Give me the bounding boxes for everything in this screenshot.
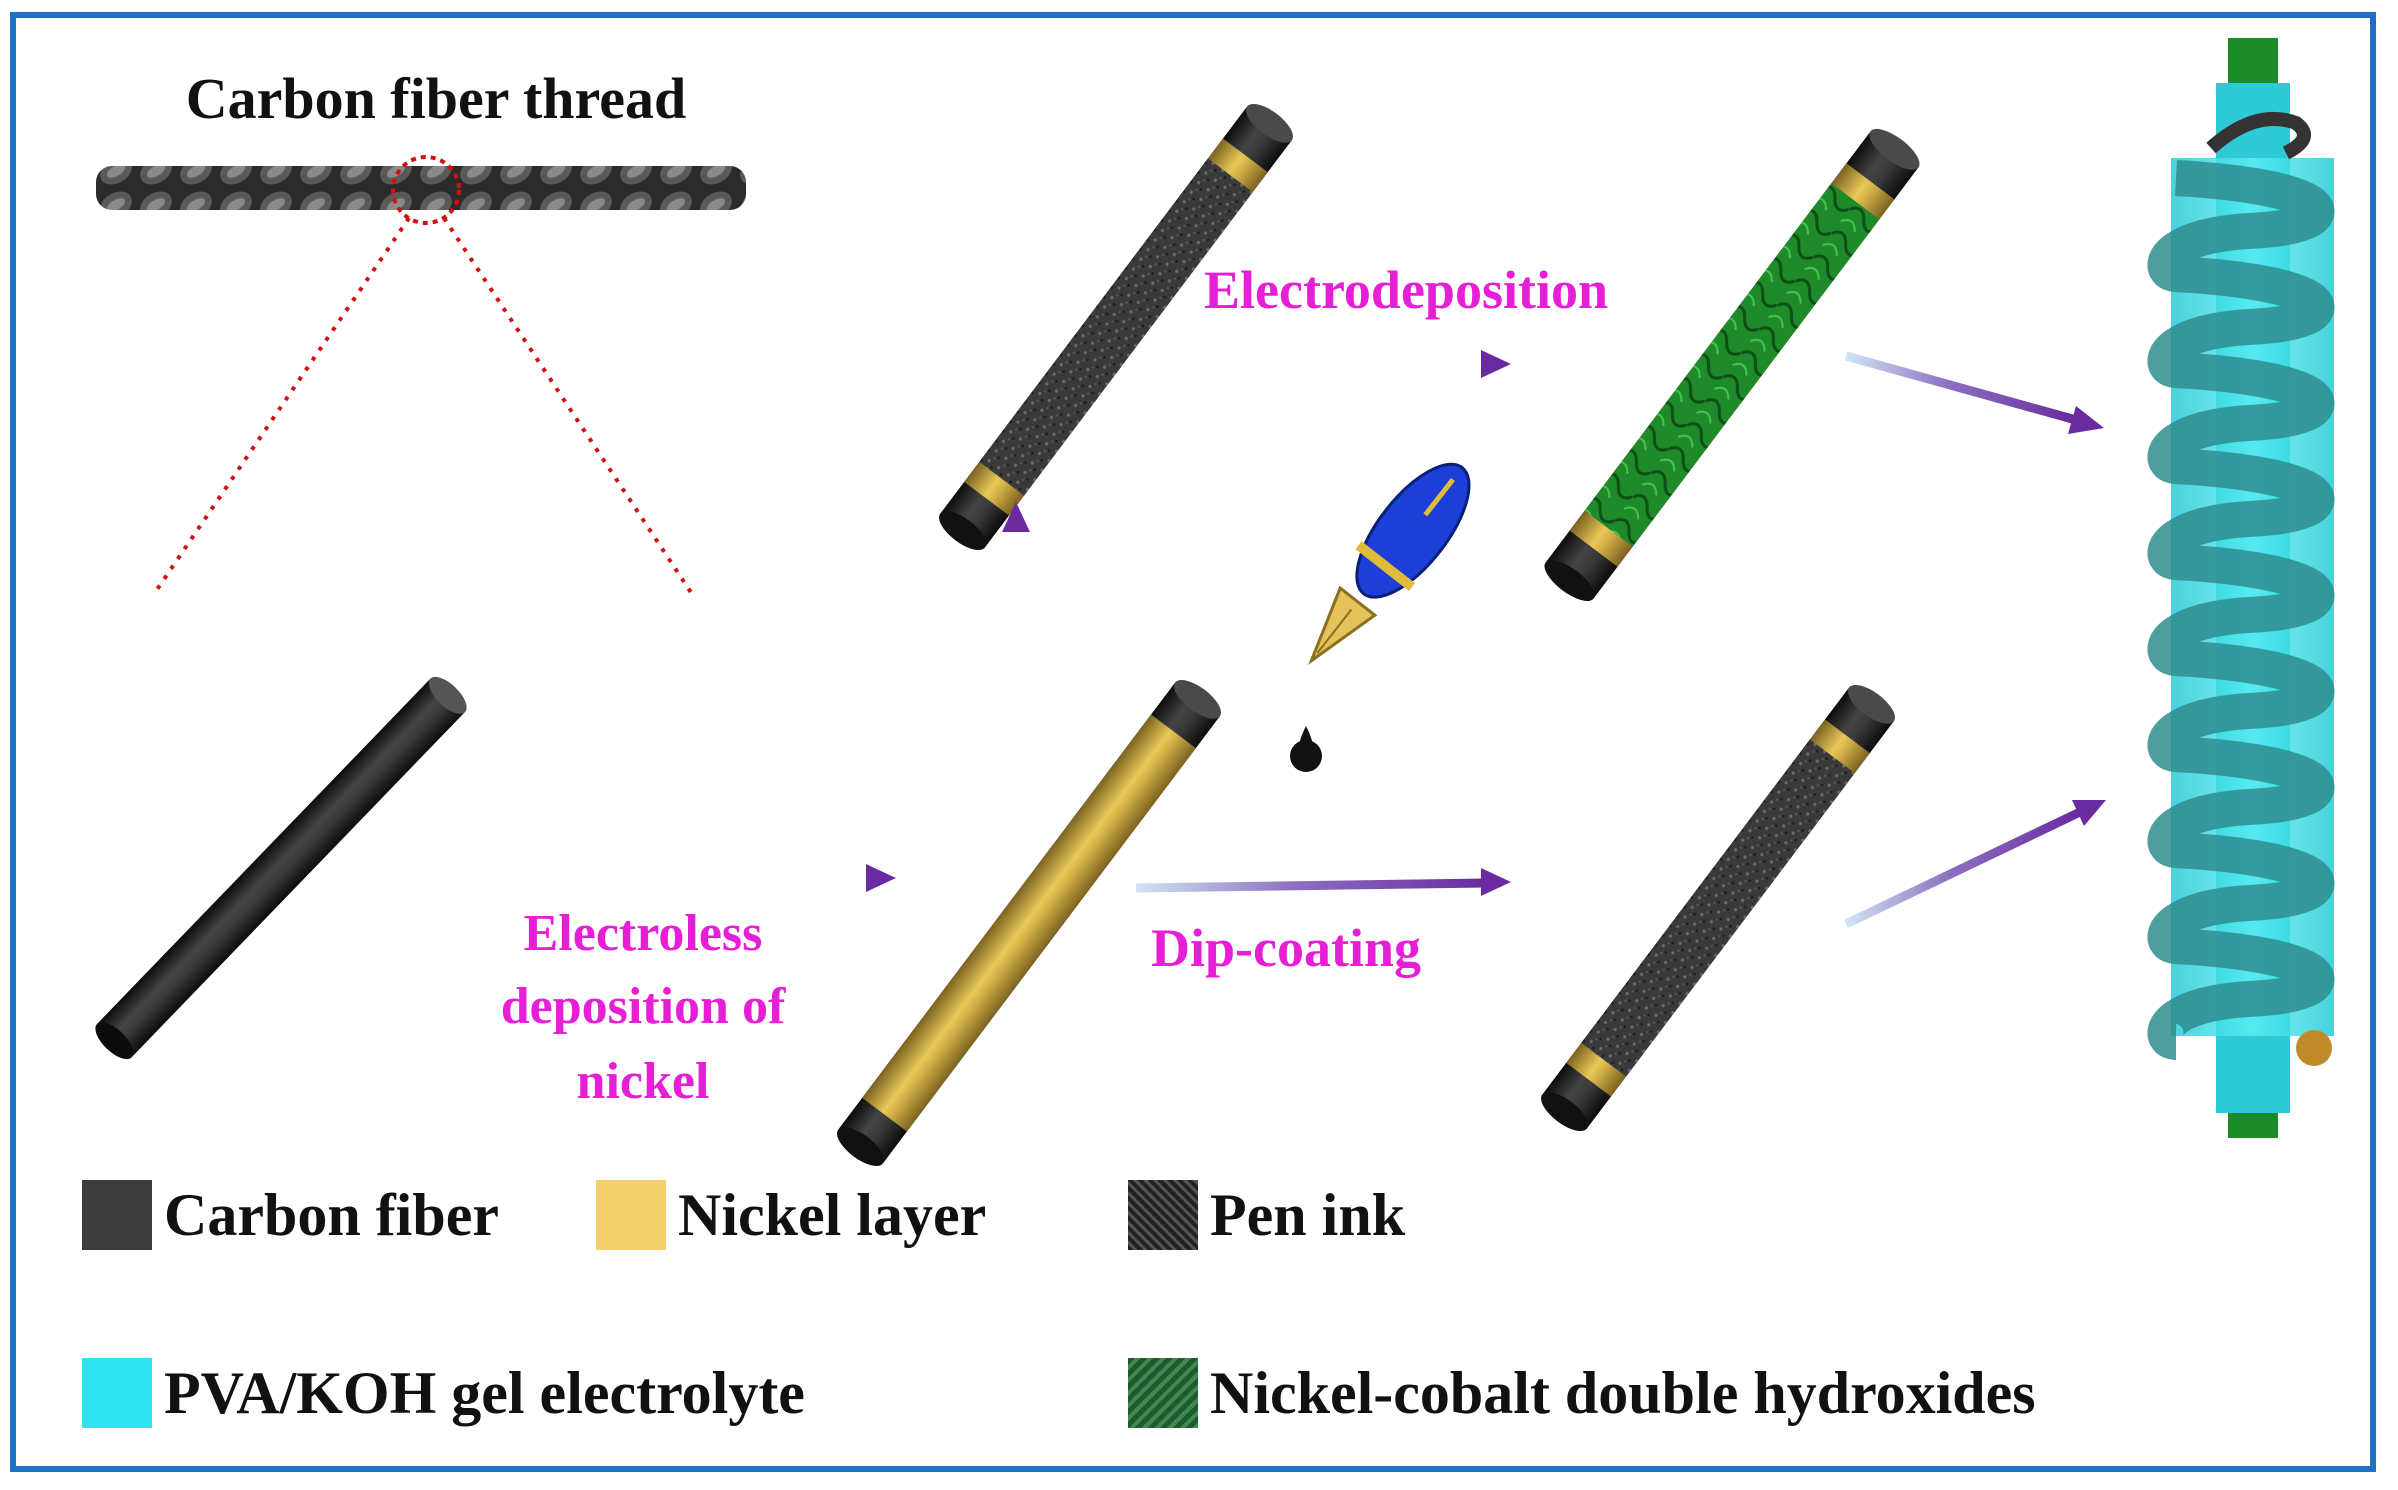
label-electroless-line3: nickel — [577, 1053, 710, 1110]
label-electroless-line2: deposition of — [501, 978, 786, 1035]
legend-label: Nickel layer — [678, 1181, 987, 1248]
rod-carbon-fiber — [95, 676, 467, 1060]
arrow-electroless — [548, 864, 896, 892]
fiber-supercapacitor-device — [2147, 38, 2335, 1138]
legend-label: PVA/KOH gel electrolyte — [164, 1359, 805, 1426]
legend-label: Carbon fiber — [164, 1181, 499, 1248]
legend-label: Pen ink — [1210, 1181, 1406, 1248]
helix-top-end — [2206, 111, 2311, 160]
label-electroless-line1: Electroless — [524, 905, 763, 962]
arrow-up-to-ink — [1002, 502, 1030, 760]
zoom-line-left — [152, 216, 411, 596]
figure-frame: Carbon fiber thread — [10, 12, 2376, 1472]
legend-item: Carbon fiber — [82, 1180, 499, 1250]
legend-item: Nickel layer — [596, 1180, 986, 1250]
gel-electrolyte-swatch — [82, 1358, 152, 1428]
zoom-line-right — [442, 216, 694, 596]
arrow-to-device-bottom — [1844, 800, 2106, 929]
helical-electrode — [2147, 160, 2335, 1060]
legend-item: Pen ink — [1128, 1180, 1405, 1250]
arrow-to-device-top — [1844, 351, 2104, 434]
process-arrows — [548, 350, 2106, 929]
legend-label: Nickel-cobalt double hydroxides — [1210, 1359, 2036, 1426]
carbon-fiber-thread-title: Carbon fiber thread — [186, 66, 687, 131]
label-electrodeposition: Electrodeposition — [1204, 260, 1608, 320]
label-dip-coating: Dip-coating — [1151, 918, 1421, 978]
pen-ink-swatch — [1128, 1180, 1198, 1250]
legend-item: PVA/KOH gel electrolyte — [82, 1358, 805, 1428]
carbon-fiber-thread — [96, 155, 746, 596]
nickel-layer-swatch — [596, 1180, 666, 1250]
rod-nickel-coated — [836, 679, 1222, 1167]
rod-nico-hydroxide — [1544, 128, 1920, 602]
rod-ink-coated-top — [939, 103, 1293, 551]
ni-co-hydroxide-swatch — [1128, 1358, 1198, 1428]
arrow-dip-coating — [1135, 868, 1511, 896]
arrow-electrodeposition — [1136, 350, 1511, 378]
zoom-circle — [391, 155, 461, 225]
fountain-pen-icon — [1290, 462, 1471, 772]
rod-ink-dipcoated — [1541, 684, 1895, 1132]
legend-item: Nickel-cobalt double hydroxides — [1128, 1358, 2036, 1428]
carbon-fiber-swatch — [82, 1180, 152, 1250]
schematic-canvas: Carbon fiber thread — [95, 38, 2335, 1167]
device-bottom-terminal — [2296, 1030, 2332, 1066]
